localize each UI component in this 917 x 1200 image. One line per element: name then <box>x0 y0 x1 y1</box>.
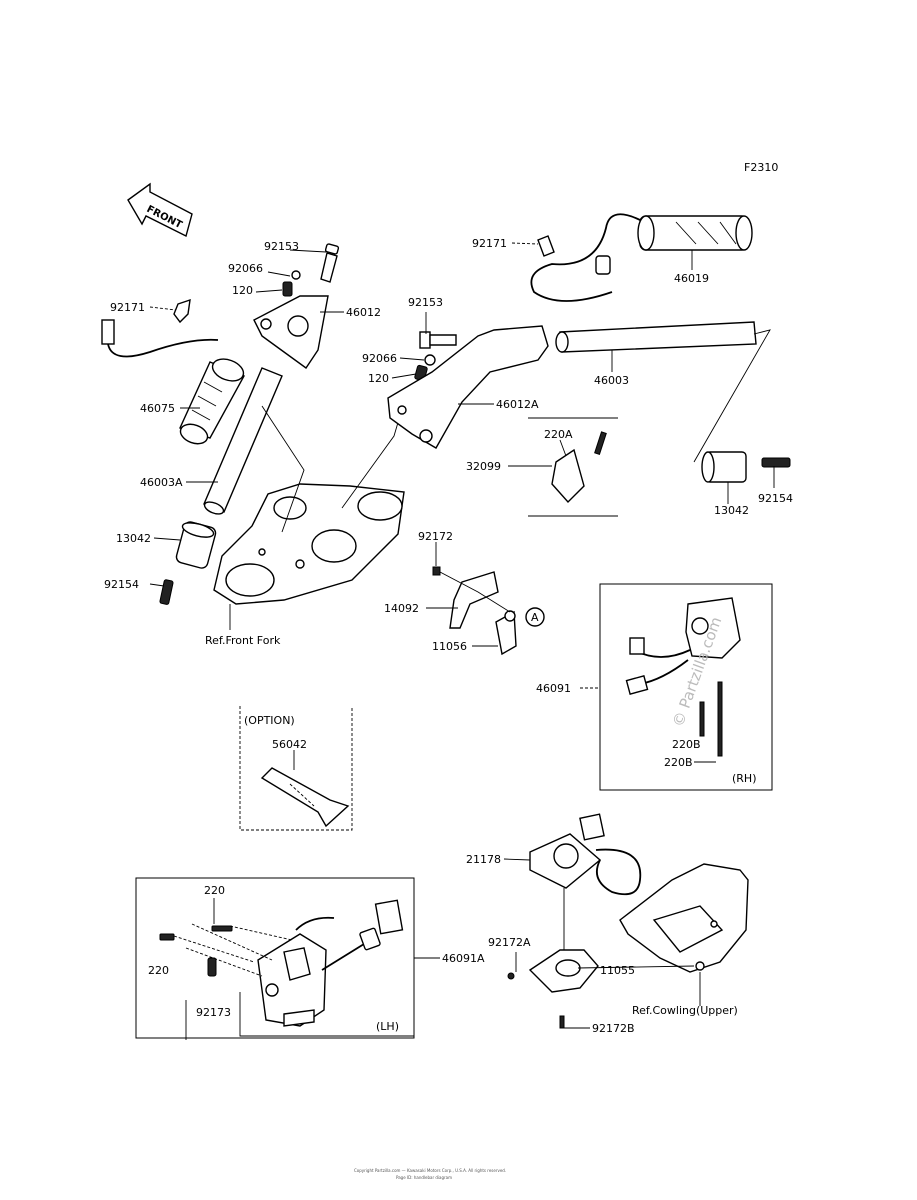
label-46003: 46003 <box>594 374 629 387</box>
leader-line <box>693 329 771 463</box>
bar-end-weight-icon <box>701 451 747 483</box>
label-rh: (RH) <box>732 772 757 785</box>
fork-bracket-icon <box>213 483 405 605</box>
footer-line-1: Copyright Partzilla.com — Kawasaki Motor… <box>354 1168 506 1173</box>
label-92171-right: 92171 <box>472 237 507 250</box>
label-lh: (LH) <box>376 1020 399 1033</box>
option-frame <box>239 706 353 831</box>
leader-line <box>399 357 425 361</box>
right-grip-icon <box>637 215 753 251</box>
label-13042-right: 13042 <box>714 504 749 517</box>
label-14092: 14092 <box>384 602 419 615</box>
right-handlebar-group <box>387 213 791 483</box>
front-arrow-icon: FRONT <box>127 182 193 238</box>
label-92172a: 92172A <box>488 936 531 949</box>
label-21178: 21178 <box>466 853 501 866</box>
label-220-top: 220 <box>204 884 225 897</box>
lh-switch-icon <box>159 899 404 1027</box>
label-92171-left: 92171 <box>110 301 145 314</box>
leader-line <box>149 583 165 587</box>
label-120-left: 120 <box>232 284 253 297</box>
left-handlebar-group <box>101 243 340 605</box>
label-46091: 46091 <box>536 682 571 695</box>
bracket-icon <box>432 566 517 656</box>
label-option: (OPTION) <box>244 714 295 727</box>
switch-housing-box <box>528 417 618 517</box>
label-46012: 46012 <box>346 306 381 319</box>
washer-icon <box>291 270 301 280</box>
bar-end-weight-icon <box>175 521 217 569</box>
clip-icon <box>537 235 555 257</box>
label-220b-a: 220B <box>672 738 701 751</box>
label-120-right: 120 <box>368 372 389 385</box>
label-92154-right: 92154 <box>758 492 793 505</box>
diagram-code: F2310 <box>744 161 778 174</box>
label-13042-left: 13042 <box>116 532 151 545</box>
label-ref-a: A <box>531 611 539 624</box>
label-ref-cowling: Ref.Cowling(Upper) <box>632 1004 738 1017</box>
label-56042: 56042 <box>272 738 307 751</box>
wire <box>107 338 219 358</box>
leader-line <box>503 858 531 861</box>
label-11056: 11056 <box>432 640 467 653</box>
label-ref-front-fork: Ref.Front Fork <box>205 634 281 647</box>
leader-line <box>391 373 417 379</box>
ref-a-marker <box>525 607 545 627</box>
connector-icon <box>595 255 611 275</box>
label-92066-left: 92066 <box>228 262 263 275</box>
assembly-lines <box>173 923 293 977</box>
washer-icon <box>424 354 436 366</box>
leader-line <box>267 271 291 277</box>
label-11055: 11055 <box>600 964 635 977</box>
leader-line <box>255 289 283 293</box>
bolt-icon <box>419 331 457 349</box>
leader-line <box>577 965 695 969</box>
rh-switch-frame <box>599 583 773 791</box>
frame-line <box>239 992 414 1037</box>
label-32099: 32099 <box>466 460 501 473</box>
cowling-icon <box>619 863 749 973</box>
leader-line <box>153 537 181 541</box>
control-unit-icon <box>529 813 642 896</box>
throttle-cable <box>530 213 645 302</box>
leader-line <box>261 405 305 533</box>
label-92172b: 92172B <box>592 1022 635 1035</box>
label-220a: 220A <box>544 428 573 441</box>
rh-switch-icon <box>625 597 741 757</box>
mount-plate-icon <box>507 949 599 1029</box>
label-46019: 46019 <box>674 272 709 285</box>
label-220b-b: 220B <box>664 756 693 769</box>
grease-tube-icon <box>260 767 350 828</box>
right-clamp-icon <box>387 325 549 449</box>
left-clamp-icon <box>253 295 329 369</box>
leader-line <box>149 306 177 311</box>
bolt-icon <box>320 243 340 283</box>
label-46075: 46075 <box>140 402 175 415</box>
bolt-icon <box>282 281 293 297</box>
connector-icon <box>101 319 115 345</box>
label-220-left: 220 <box>148 964 169 977</box>
label-92172: 92172 <box>418 530 453 543</box>
screw-icon <box>159 579 174 605</box>
label-92173: 92173 <box>196 1006 231 1019</box>
right-handle-tube <box>555 321 757 353</box>
label-92066-right: 92066 <box>362 352 397 365</box>
screw-icon <box>761 457 791 468</box>
footer-line-2: Page ID: handlebar diagram <box>396 1175 452 1180</box>
leader-line <box>289 249 327 253</box>
label-92153-right: 92153 <box>408 296 443 309</box>
label-92154-left: 92154 <box>104 578 139 591</box>
label-46003a: 46003A <box>140 476 183 489</box>
label-92153-left: 92153 <box>264 240 299 253</box>
leader-line <box>559 439 567 457</box>
clip-icon <box>173 298 191 324</box>
label-46012a: 46012A <box>496 398 539 411</box>
left-grip-icon <box>179 358 245 445</box>
label-46091a: 46091A <box>442 952 485 965</box>
leader-line <box>511 242 539 245</box>
left-handle-tube <box>203 367 283 513</box>
